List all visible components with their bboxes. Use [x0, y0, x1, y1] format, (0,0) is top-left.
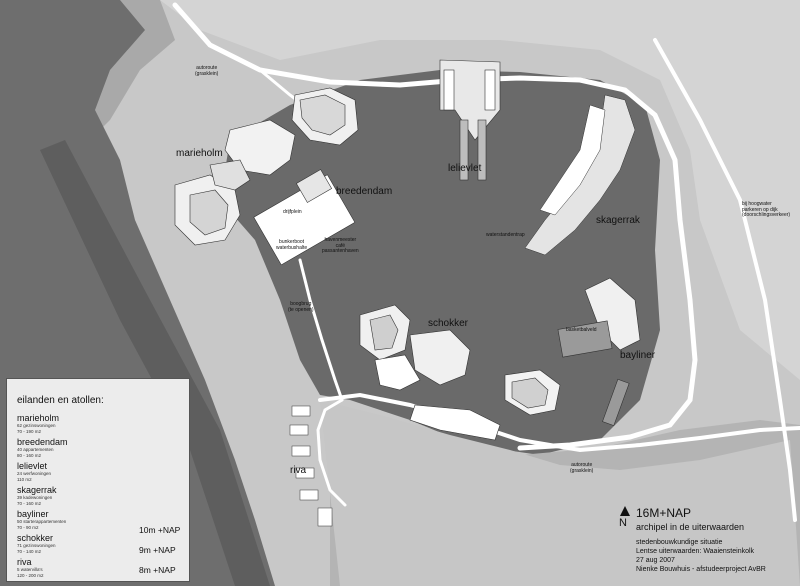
lelievlet-cluster	[439, 59, 501, 181]
label-lelievlet: lelievlet	[448, 163, 482, 174]
label-breedendam: breedendam	[336, 186, 393, 197]
bayliner-cluster	[557, 277, 641, 427]
road-top	[172, 2, 698, 451]
road-network	[172, 2, 800, 522]
legend-item-marieholm: marieholm 62 gezinswoningen 70 - 190 m2	[17, 413, 60, 434]
road-riva-loop	[316, 398, 347, 507]
legend-item-bayliner: bayliner 50 starterappartementen 70 - 90…	[17, 509, 67, 530]
north-arrow-icon	[620, 506, 630, 516]
title-main: 16M+NAP	[636, 506, 692, 520]
legend-item-lelievlet: lelievlet 24 werfwoningen 110 m2	[17, 461, 52, 482]
legend-panel: eilanden en atollen: marieholm 62 gezins…	[6, 378, 190, 582]
road-boogbrug	[298, 258, 344, 402]
river-strip	[40, 140, 270, 586]
legend-item-riva: riva 5 watervilla's 120 - 200 m2	[17, 557, 44, 578]
legend-item-breedendam: breedendam 40 appartementen 80 - 160 m2	[17, 437, 68, 458]
title-subtitle: archipel in de uiterwaarden	[636, 522, 745, 532]
level-10m: 10m +NAP	[139, 525, 181, 535]
road-bottom	[318, 392, 800, 453]
riva-cluster	[289, 405, 333, 527]
label-autoroute-top: autoroute(grasklein)	[195, 65, 219, 77]
label-bayliner: bayliner	[620, 350, 656, 361]
label-autoroute-bottom: autoroute(grasklein)	[570, 462, 594, 474]
legend-item-schokker: schokker 71 gezinswoningen 70 - 140 m2	[17, 533, 56, 554]
label-skagerrak: skagerrak	[596, 215, 640, 226]
title-line-4: Nienke Bouwhuis - afstudeerproject AvBR	[636, 566, 766, 573]
land-lower-center	[320, 400, 800, 586]
marieholm-cluster	[174, 87, 359, 246]
title-line-3: 27 aug 2007	[636, 557, 675, 564]
main-lake	[220, 70, 660, 455]
skagerrak-cluster	[524, 94, 636, 256]
schokker-cluster	[359, 304, 561, 441]
label-basketbalveld: basketbalveld	[566, 327, 597, 333]
label-boogbrug: boogbrug(te openen)	[288, 301, 314, 313]
label-schokker: schokker	[428, 318, 469, 329]
road-dike-right	[653, 38, 797, 522]
label-riva: riva	[290, 465, 307, 476]
label-waterstandentrap: waterstandentrap	[486, 232, 525, 238]
label-drijfplein: drijfplein	[283, 209, 302, 215]
legend-item-skagerrak: skagerrak 39 kadewoningen 70 - 160 m2	[17, 485, 57, 506]
breedendam-cluster	[253, 169, 356, 266]
land-upper-right	[160, 0, 800, 380]
label-marieholm: marieholm	[176, 148, 223, 159]
level-8m: 8m +NAP	[139, 565, 176, 575]
level-9m: 9m +NAP	[139, 545, 176, 555]
north-letter: N	[619, 517, 627, 529]
title-line-2: Lentse uiterwaarden: Waaiensteinkolk	[636, 548, 755, 555]
legend-title: eilanden en atollen:	[17, 395, 104, 406]
title-line-1: stedenbouwkundige situatie	[636, 539, 723, 546]
